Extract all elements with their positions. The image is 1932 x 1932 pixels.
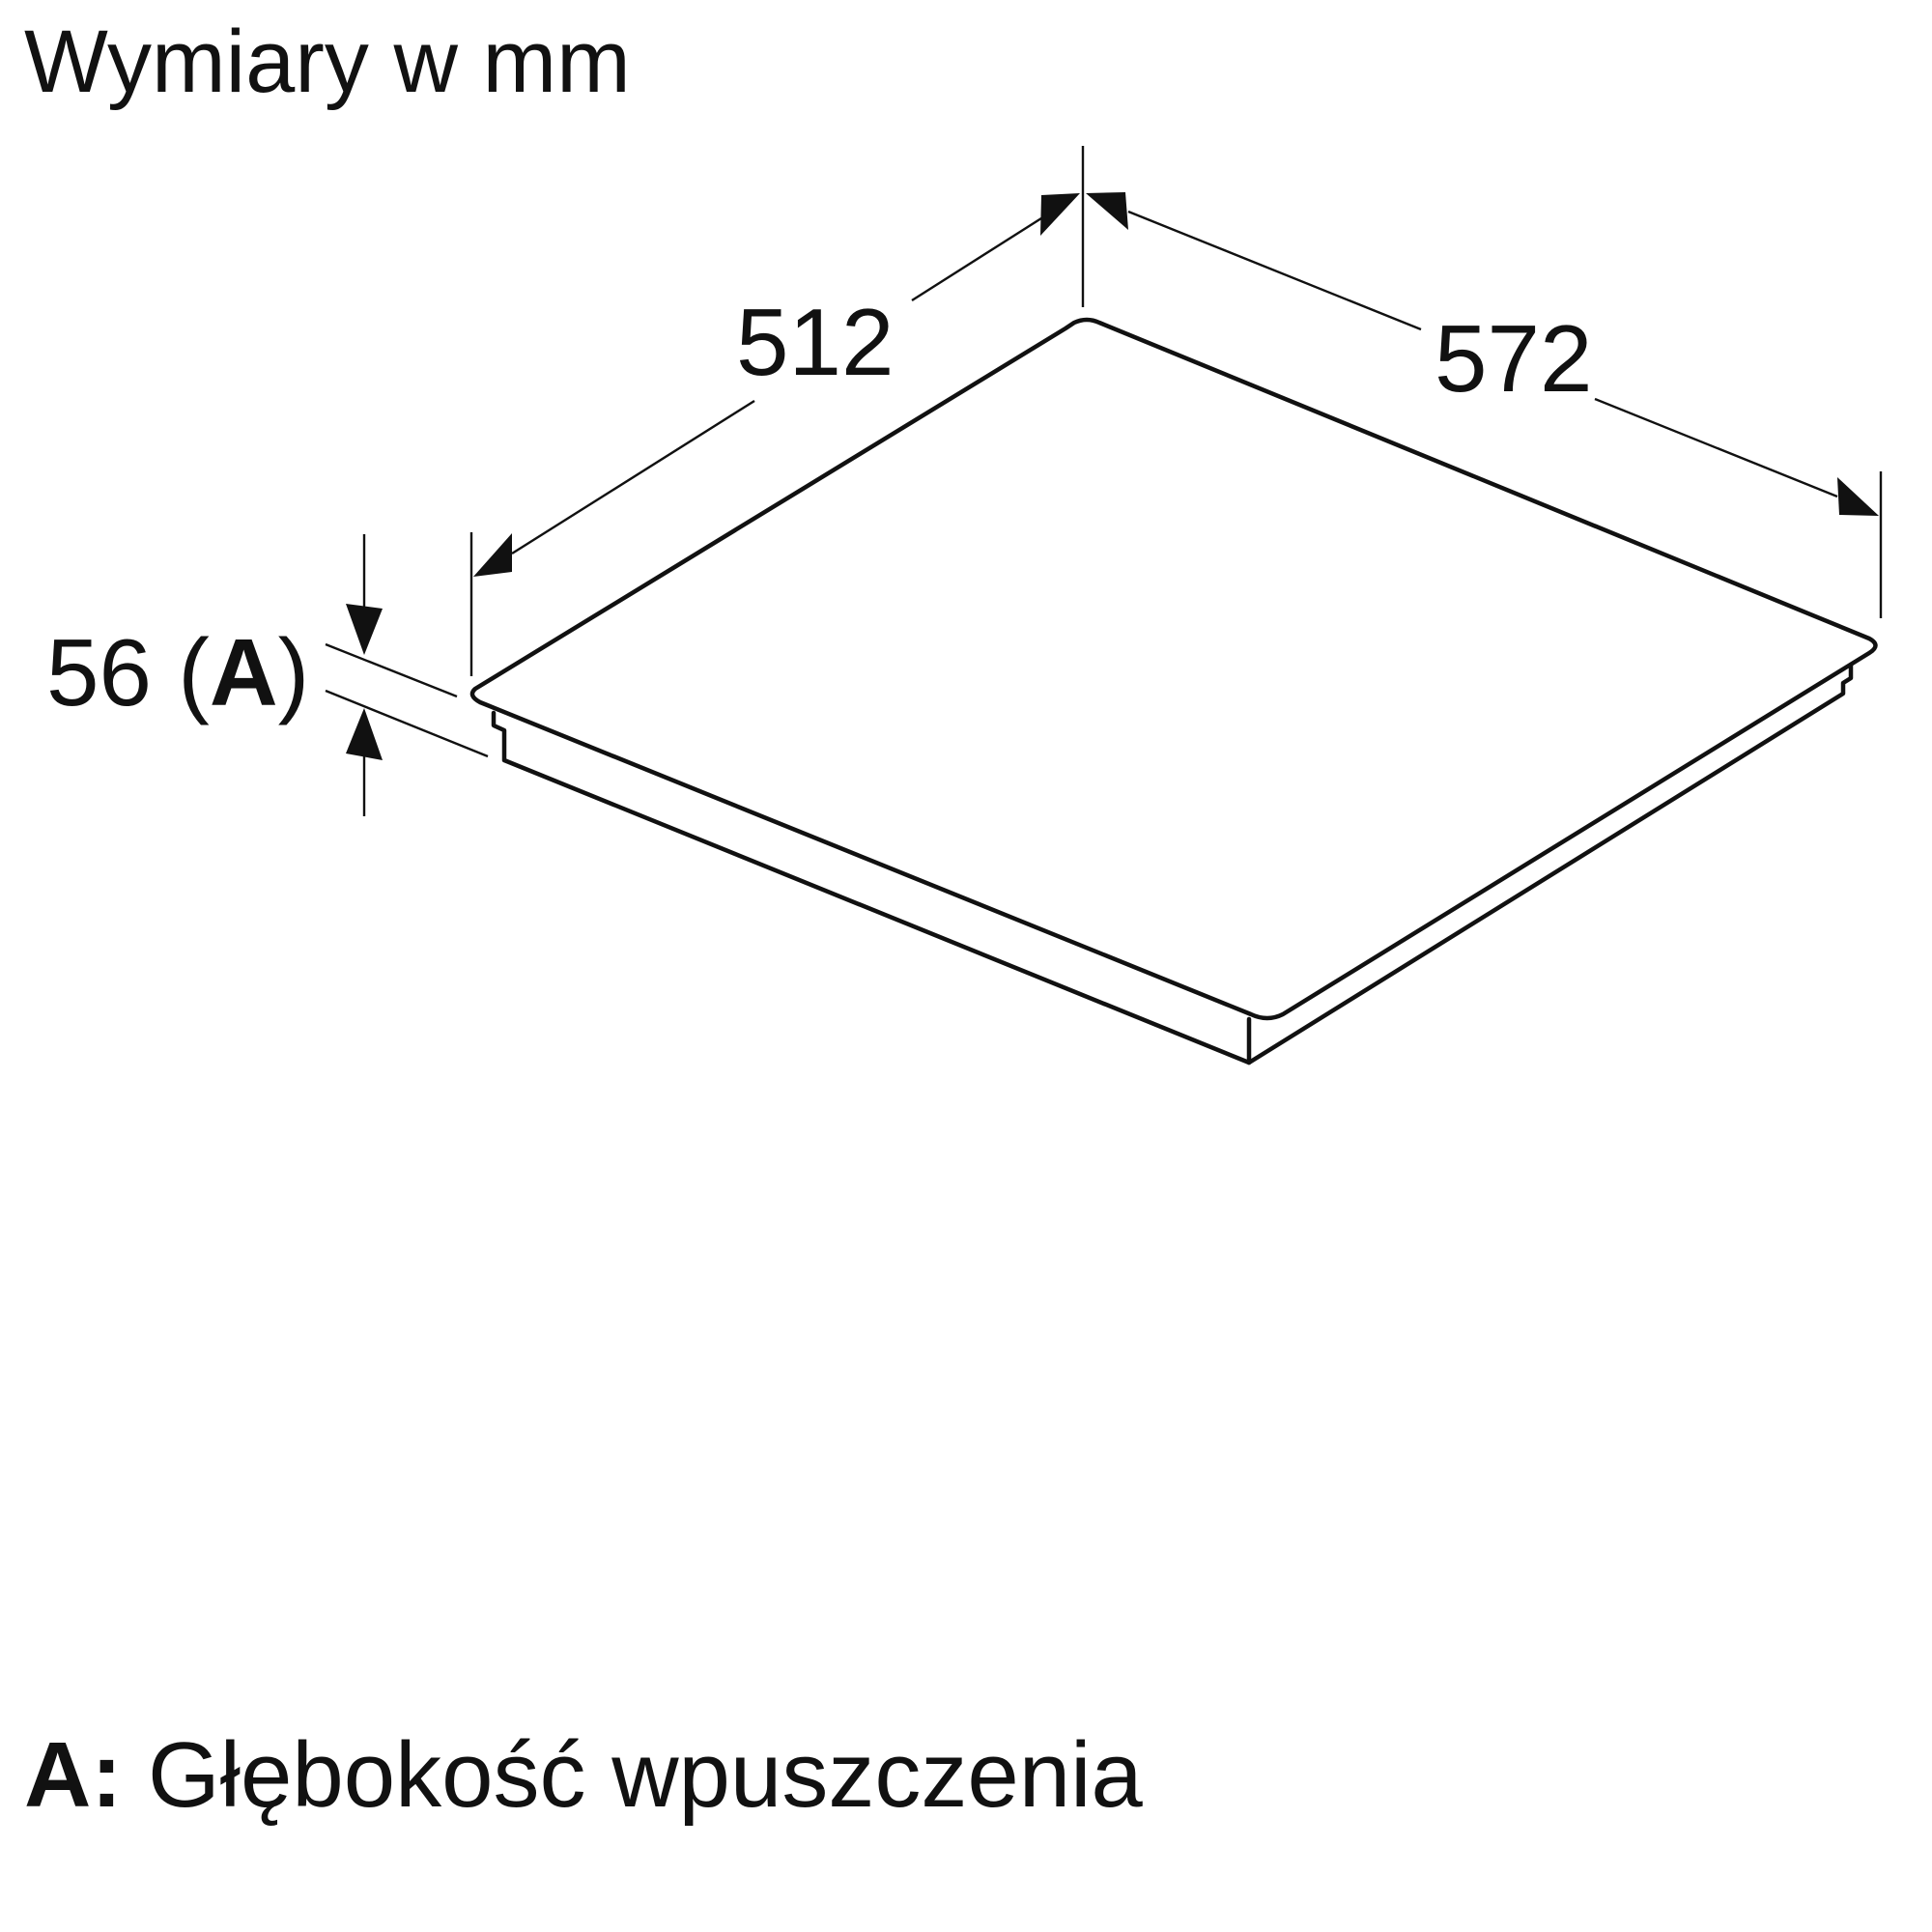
height-extension-line-upper — [325, 642, 458, 698]
depth-dimension-label: 512 — [736, 289, 895, 395]
depth-arrow-right-icon — [1040, 193, 1080, 236]
height-arrow-down-icon — [346, 604, 383, 655]
recess-depth-value: 56 — [46, 619, 152, 725]
depth-dimension-line-upper — [911, 216, 1042, 302]
width-dimension-line-lower — [1594, 397, 1838, 498]
recess-depth-close-paren: ) — [278, 619, 310, 725]
width-arrow-right-icon — [1837, 477, 1879, 516]
recess-depth-open-paren: ( — [178, 619, 210, 725]
diagram-title: Wymiary w mm — [24, 13, 631, 111]
recess-depth-ref-letter: A — [210, 619, 278, 725]
legend-text: Głębokość wpuszczenia — [147, 1723, 1143, 1827]
depth-arrow-left-icon — [473, 533, 512, 577]
cooktop-body — [491, 663, 1854, 1065]
height-extension-line-lower — [325, 689, 489, 758]
legend-key: A: — [24, 1723, 123, 1827]
width-arrow-left-icon — [1086, 192, 1128, 230]
recess-depth-label: 56 (A) — [46, 619, 309, 725]
cooktop-top-surface — [469, 317, 1878, 1021]
legend-note: A: Głębokość wpuszczenia — [24, 1729, 1143, 1822]
depth-dimension-line-lower — [511, 399, 755, 555]
height-arrow-up-icon — [346, 708, 383, 760]
width-dimension-label: 572 — [1435, 305, 1593, 412]
width-dimension-line-upper — [1127, 210, 1422, 331]
